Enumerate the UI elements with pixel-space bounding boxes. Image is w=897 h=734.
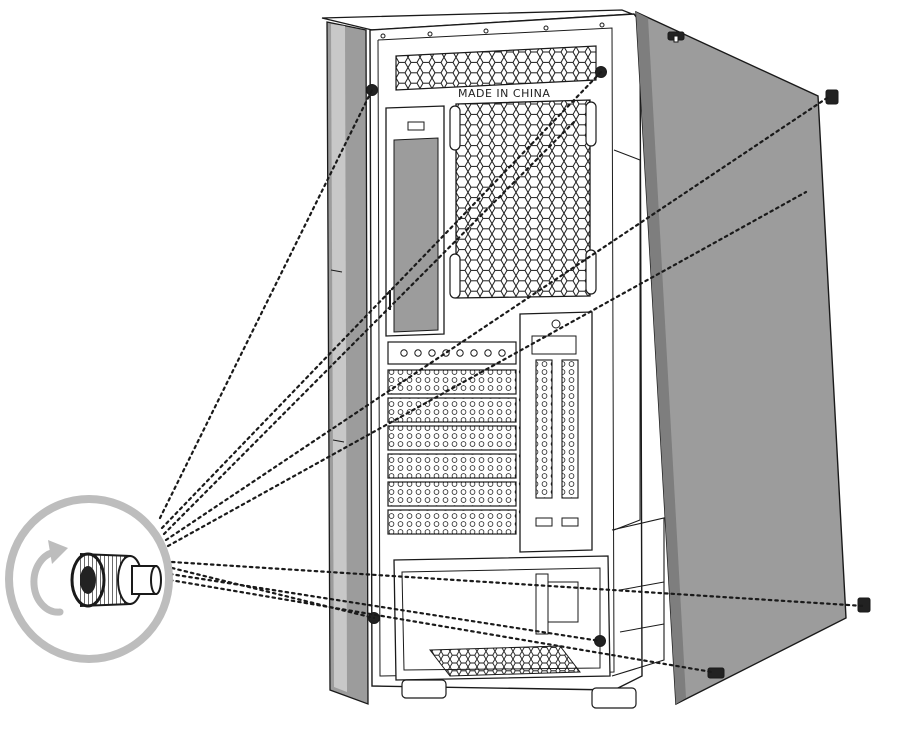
leader-lines <box>158 70 866 674</box>
expansion-slots <box>387 341 526 535</box>
case-feet <box>401 679 637 709</box>
screw-panel-bottom-left <box>707 667 725 679</box>
io-shield-opening <box>385 105 445 337</box>
psu-bay <box>393 555 611 681</box>
vertical-gpu-bracket <box>519 311 593 553</box>
right-side-panel <box>635 10 847 706</box>
screw-panel-top-right <box>825 89 839 105</box>
screw-panel-top-left <box>667 31 685 43</box>
rotate-counterclockwise-icon <box>30 540 68 616</box>
case-interior-right <box>611 149 665 677</box>
rear-fan-grille <box>449 99 597 299</box>
top-vent-strip <box>395 45 597 91</box>
thumbscrew-callout <box>5 495 173 663</box>
screw-panel-bottom-right <box>857 597 871 613</box>
made-in-china-stamp: MADE IN CHINA <box>458 87 550 100</box>
left-side-panel <box>326 21 369 705</box>
thumbscrew-icon <box>70 552 162 608</box>
